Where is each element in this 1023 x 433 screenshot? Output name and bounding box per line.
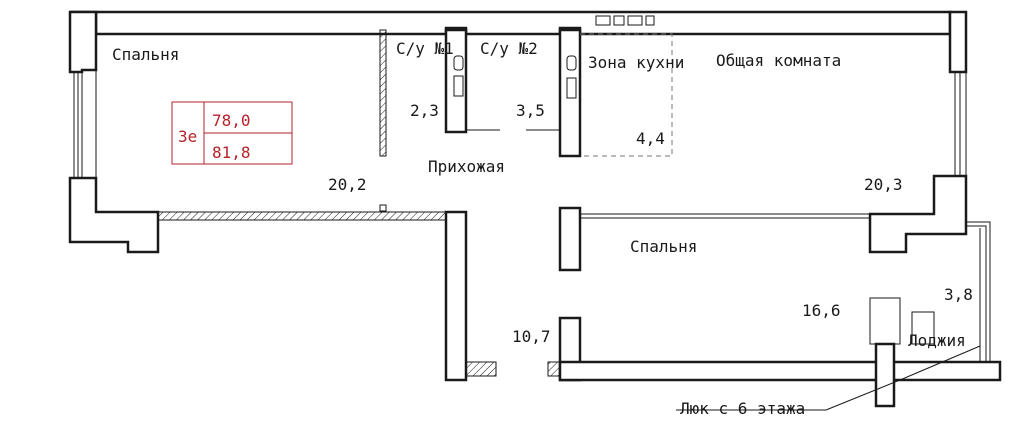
area-bathroom-1: 2,3 xyxy=(410,101,439,120)
toilet-icon xyxy=(566,55,577,71)
badge-type: 3е xyxy=(178,127,197,146)
room-label-kitchen-zone: Зона кухни xyxy=(588,53,684,72)
right-window xyxy=(950,71,967,177)
area-living-room: 20,3 xyxy=(864,175,903,194)
badge-total-area: 81,8 xyxy=(212,143,251,162)
hallway-left-wall xyxy=(444,210,468,382)
hatch-note: Люк с 6 этажа xyxy=(680,399,805,418)
area-bedroom-left: 20,2 xyxy=(328,175,367,194)
bath1-wall xyxy=(444,28,468,134)
top-wall xyxy=(70,10,952,36)
room-labels: Спальня С/у №1 С/у №2 Зона кухни Общая к… xyxy=(112,39,966,350)
right-wall-upper xyxy=(948,10,968,74)
stove-icon xyxy=(595,15,611,26)
hatch-leader-line xyxy=(825,345,981,411)
outer-walls xyxy=(68,10,968,254)
bedroom-right-wall-upper xyxy=(558,206,582,272)
loggia-column xyxy=(874,342,896,408)
room-label-bathroom-1: С/у №1 xyxy=(396,39,454,58)
room-label-bedroom-right: Спальня xyxy=(630,237,697,256)
room-label-bathroom-2: С/у №2 xyxy=(480,39,538,58)
vent-icon xyxy=(379,204,387,212)
loggia-outline xyxy=(966,221,991,362)
area-hallway: 10,7 xyxy=(512,327,551,346)
boiler-icon xyxy=(869,297,901,345)
cabinet-icon xyxy=(645,15,655,26)
fridge-icon xyxy=(627,15,643,26)
area-bedroom-right: 16,6 xyxy=(802,301,841,320)
left-window xyxy=(70,71,83,179)
room-label-bedroom-left: Спальня xyxy=(112,45,179,64)
door-threshold xyxy=(547,361,561,377)
partition-hatched-left xyxy=(157,211,449,221)
area-values: 20,2 2,3 3,5 4,4 20,3 16,6 3,8 10,7 xyxy=(328,101,973,346)
sink-icon xyxy=(453,75,464,97)
apartment-badge: 3е 78,0 81,8 xyxy=(171,101,293,165)
room-label-hallway: Прихожая xyxy=(428,157,505,176)
sink-icon xyxy=(613,15,625,26)
living-bedroom-partition xyxy=(580,213,870,219)
right-wall-lower xyxy=(868,174,968,254)
area-loggia: 3,8 xyxy=(944,285,973,304)
left-wall-lower xyxy=(68,176,160,254)
entrance-threshold xyxy=(465,361,497,377)
room-label-living-room: Общая комната xyxy=(716,51,841,70)
fixtures xyxy=(379,15,935,345)
bottom-wall xyxy=(558,360,1002,382)
bath1-partition xyxy=(379,29,387,157)
bath2-wall xyxy=(558,28,582,158)
left-wall-upper xyxy=(68,10,98,74)
badge-living-area: 78,0 xyxy=(212,111,251,130)
area-kitchen-zone: 4,4 xyxy=(636,129,665,148)
sink-icon xyxy=(566,77,577,99)
room-label-loggia: Лоджия xyxy=(908,331,966,350)
cabinet-icon xyxy=(911,311,935,345)
interior-walls xyxy=(379,28,1002,408)
area-bathroom-2: 3,5 xyxy=(516,101,545,120)
toilet-icon xyxy=(453,55,464,71)
kitchen-zone-outline xyxy=(580,33,673,157)
